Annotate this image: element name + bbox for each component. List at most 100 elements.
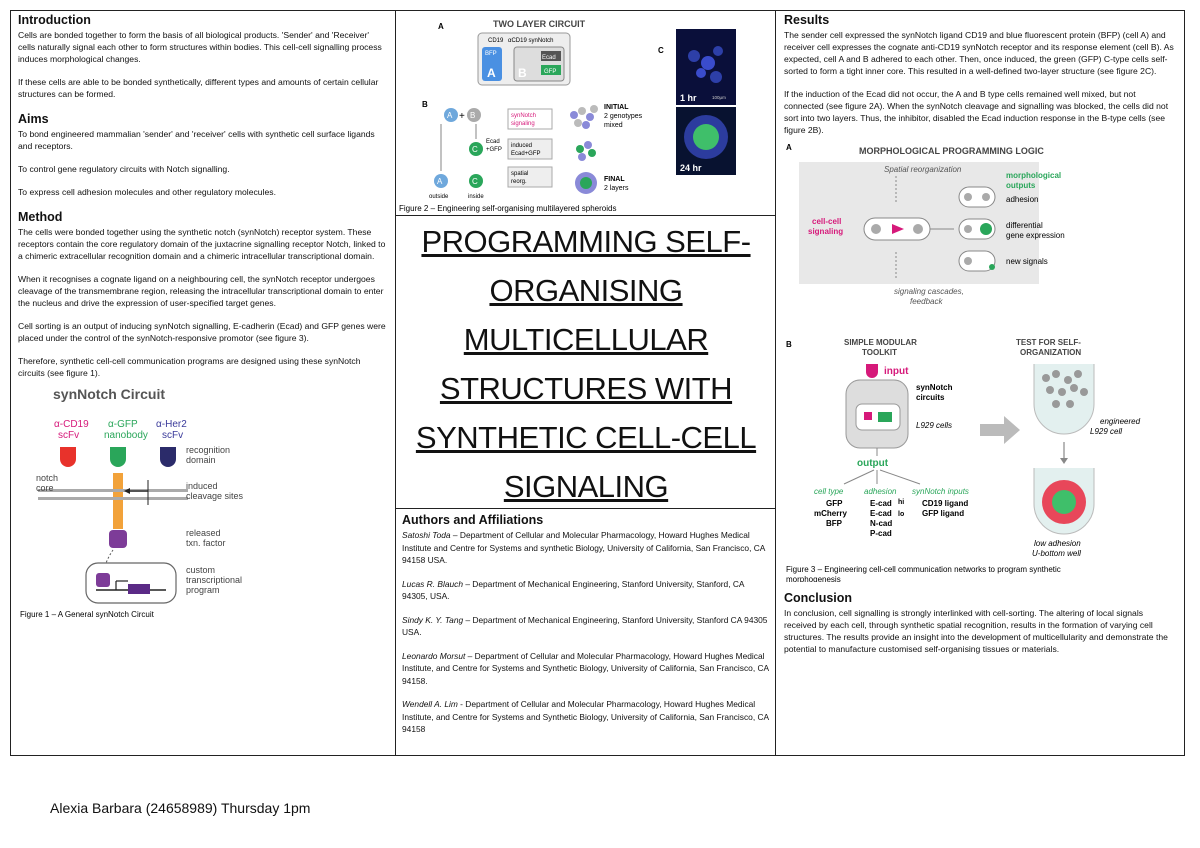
fig1-r3-a: α-Her2 <box>156 419 187 430</box>
fig2-title-a: TWO LAYER CIRCUIT <box>493 19 586 29</box>
fig3-in-2: GFP ligand <box>922 509 964 518</box>
fig2-box-induced-a: induced <box>511 143 532 149</box>
aims-p3: To express cell adhesion molecules and o… <box>18 187 276 197</box>
fig2-panel-b: B <box>422 100 428 109</box>
footer: Alexia Barbara (24658989) Thursday 1pm <box>50 800 311 816</box>
fig2-initial-a: INITIAL <box>604 104 629 111</box>
right-column: Results The sender cell expressed the sy… <box>776 11 1184 755</box>
fig1-released-tf <box>109 530 127 548</box>
fig1-membrane-top <box>38 489 188 492</box>
fig2-image-24hr-inner <box>693 124 719 150</box>
fig2-mid-cluster <box>576 141 596 161</box>
fig1-label-notch-b: core <box>36 483 54 493</box>
fig1-notch-core <box>113 473 123 529</box>
fig2-b-cell-c <box>469 142 483 156</box>
fig3-out-new-c1 <box>964 257 972 265</box>
fig1-title: synNotch Circuit <box>53 386 165 402</box>
fig1-label-released-a: released <box>186 528 221 538</box>
poster: Introduction Cells are bonded together t… <box>10 10 1185 756</box>
fig2-acd19: αCD19 synNotch <box>508 38 554 44</box>
fig2-b-cell-a-label: A <box>447 111 453 120</box>
fig3-test-b: ORGANIZATION <box>1020 348 1081 357</box>
fig2-initial-c: mixed <box>604 122 623 129</box>
fig3-ad-3: N-cad <box>870 519 892 528</box>
fig3-cell-tf <box>864 412 872 420</box>
fig3-in-1: CD19 ligand <box>922 499 968 508</box>
fig2-ecad-gfp-b: +GFP <box>486 147 502 153</box>
fig1-r2-a: α-GFP <box>108 419 138 430</box>
fig2-cd19: CD19 <box>488 38 504 44</box>
fig1-label-custom-b: transcriptional <box>186 575 242 585</box>
fig3-test-a: TEST FOR SELF- <box>1016 338 1081 347</box>
fig2-ecad-mini <box>541 51 561 61</box>
fig3-simple-a: SIMPLE MODULAR <box>844 338 917 347</box>
fig3-ad-4: P-cad <box>870 529 892 538</box>
author-1-affil: – Department of Cellular and Molecular P… <box>402 530 765 565</box>
fig3-branch-left <box>843 469 875 485</box>
author-2-name: Lucas R. Blauch <box>402 578 463 589</box>
fig3-circuits-b: circuits <box>916 393 945 402</box>
fig3-ad-2: E-cad <box>870 509 892 518</box>
fig2-cell-a-box <box>482 47 502 81</box>
fig2-initial-b: 2 genotypes <box>604 113 643 120</box>
fig3-out-diff-c1 <box>964 225 972 233</box>
authors-heading: Authors and Affiliations <box>402 513 544 527</box>
fig2-box-signaling-a: synNotch <box>511 113 536 119</box>
fig2-final-a: FINAL <box>604 176 625 183</box>
author-4-affil: – Department of Cellular and Molecular P… <box>402 650 769 686</box>
author-5-affil: - Department of Cellular and Molecular P… <box>402 699 769 734</box>
fig3-big-arrow <box>980 416 1020 444</box>
fig3-caption-b: morphogenesis <box>786 575 841 582</box>
author-1-name: Satoshi Toda <box>402 530 451 540</box>
method-p3: Cell sorting is an output of inducing sy… <box>18 321 386 343</box>
fig1-label-cleavage-a: induced <box>186 481 218 491</box>
fig3-cascades-b: feedback <box>910 297 943 306</box>
author-2-affil: – Department of Mechanical Engineering, … <box>402 578 745 602</box>
fig3-low-a: low adhesion <box>1034 539 1081 548</box>
fig3-output: output <box>857 458 889 469</box>
fig1-label-recognition-a: recognition <box>186 445 230 455</box>
fig2-ecad-gfp-a: Ecad <box>486 139 500 145</box>
fig3-out-new <box>958 250 996 272</box>
fig3-simple-b: TOOLKIT <box>862 348 897 357</box>
fig2-cell-b: B <box>518 66 527 80</box>
fig3-input-receptor <box>866 364 878 378</box>
fig3-panel-a: A <box>786 143 792 152</box>
fig3-out-adhesion <box>958 186 996 208</box>
fig3-adhesion: adhesion <box>1006 195 1038 204</box>
fig2-b-cell-a <box>444 108 458 122</box>
results-p1: The sender cell expressed the synNotch l… <box>784 30 1174 76</box>
author-4: Leonardo Morsut – Department of Cellular… <box>402 650 770 688</box>
fig3-spatial: Spatial reorganization <box>884 165 962 174</box>
fig2-final-b: 2 layers <box>604 185 629 192</box>
fig3-branch-right <box>879 469 921 485</box>
figure-2-diagram: A TWO LAYER CIRCUIT CD19 αCD19 synNotch … <box>399 19 736 213</box>
fig2-outside: outside <box>429 194 449 200</box>
fig2-inside: inside <box>468 194 484 200</box>
fig2-caption: Figure 2 – Engineering self-organising m… <box>399 204 616 213</box>
fig3-cell-type: cell type <box>814 487 844 496</box>
fig2-initial-cluster <box>570 105 598 129</box>
fig3-caption-a: Figure 3 – Engineering cell-cell communi… <box>786 565 1061 574</box>
author-3-affil: – Department of Mechanical Engineering, … <box>402 614 768 638</box>
fig3-out-diff-c2 <box>980 223 992 235</box>
fig3-new-signals: new signals <box>1006 257 1048 266</box>
fig3-out-adh-c1 <box>964 193 972 201</box>
fig2-box-signaling-b: signaling <box>511 121 535 127</box>
method-heading: Method <box>18 210 63 224</box>
fig3-pair-cell-2 <box>913 224 923 234</box>
fig3-well-top-cells <box>1042 370 1088 408</box>
fig1-r1-a: α-CD19 <box>54 419 89 430</box>
fig3-engineered-a: engineered <box>1100 417 1141 426</box>
fig1-label-notch-a: notch <box>36 473 58 483</box>
fig3-panel-b: B <box>786 340 792 349</box>
fig1-r1-b: scFv <box>58 430 79 441</box>
fig2-plus: + <box>459 111 465 122</box>
fig2-gfp-mini <box>541 65 561 75</box>
author-2: Lucas R. Blauch – Department of Mechanic… <box>402 578 770 603</box>
conclusion-heading: Conclusion <box>784 591 853 605</box>
fig1-cleavage-arrowhead <box>124 488 130 494</box>
fig2-box-spatial-a: spatial <box>511 171 528 177</box>
fig2-panel-a: A <box>438 22 444 31</box>
fig3-low-b: U-bottom well <box>1032 549 1081 558</box>
